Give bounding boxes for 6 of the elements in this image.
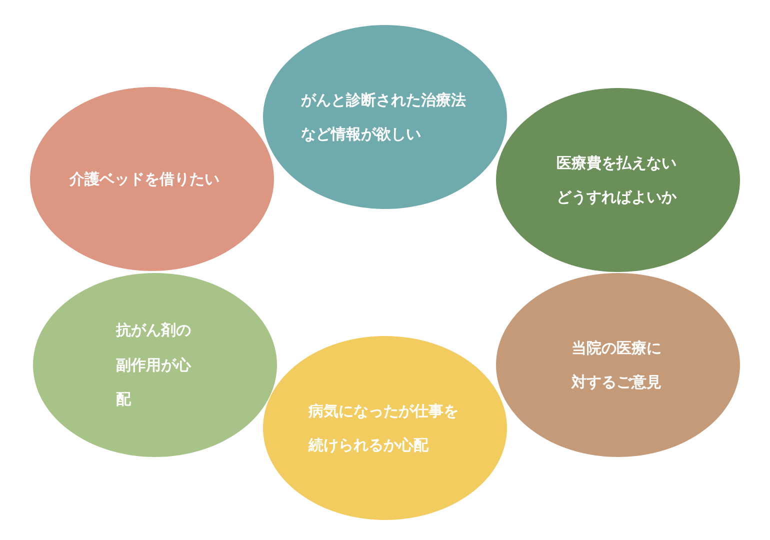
node-text: 医療費を払えないどうすればよいか: [556, 152, 678, 208]
node-text: がんと診断された治療法など情報が欲しい: [301, 90, 467, 145]
node-text: 病気になったが仕事を続けられるか心配: [308, 400, 460, 456]
node-text: 介護ベッドを借りたい: [70, 168, 220, 190]
node-text: 抗がん剤の副作用が心配: [116, 320, 192, 410]
node-text: 当院の医療に対するご意見: [572, 338, 662, 393]
